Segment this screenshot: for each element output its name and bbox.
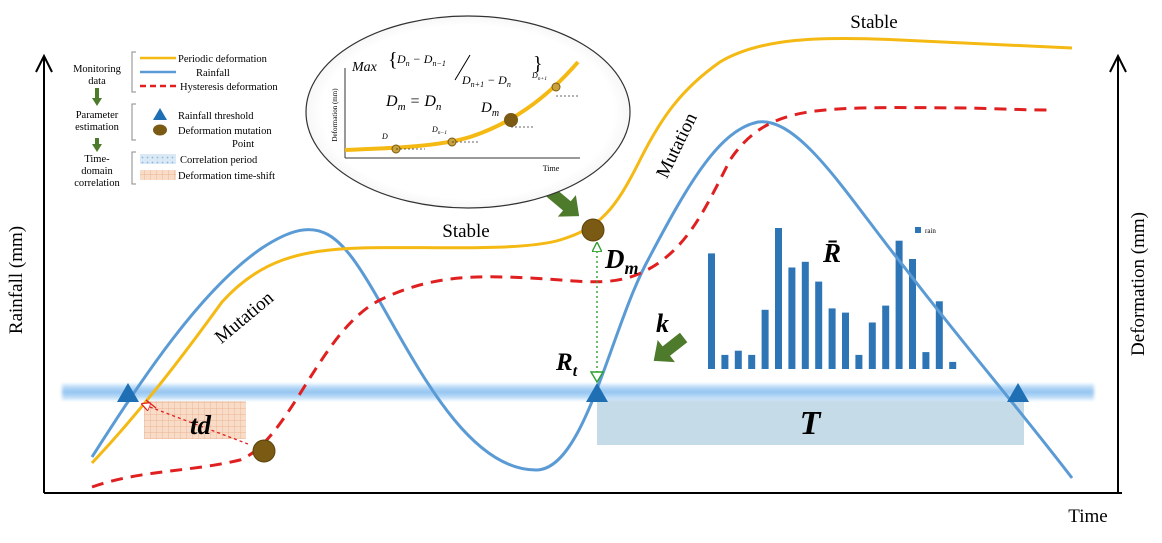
label-dm: Dm <box>604 244 639 278</box>
rain-bar <box>801 261 809 369</box>
inset-curve <box>344 60 580 152</box>
formula-denominator: Dn+1 − Dn <box>461 73 511 89</box>
formula-slash <box>454 54 471 81</box>
y-axis-left-arrow <box>35 53 53 73</box>
legend-arrow-1-head <box>92 98 102 106</box>
legend-correlation-label: Correlation period <box>180 155 258 166</box>
rain-bar <box>788 267 796 369</box>
correlation-period-box <box>597 394 1024 445</box>
inset-point-dm <box>504 113 518 127</box>
rain-bar <box>775 228 782 369</box>
legend-hysteresis-label: Hysteresis deformation <box>180 82 278 93</box>
inset-ellipse <box>305 15 631 209</box>
rain-bar-chart <box>708 228 957 370</box>
y-left-label: Rainfall (mm) <box>6 226 27 334</box>
rain-legend-label: rain <box>925 227 936 235</box>
legend-mutation-circle <box>153 124 167 136</box>
rain-bar <box>855 354 863 369</box>
axes: Rainfall (mm) Deformation (mm) Time <box>6 53 1149 527</box>
label-T: T <box>800 405 822 442</box>
legend-threshold-label: Rainfall threshold <box>178 111 254 122</box>
rain-bar <box>842 312 849 369</box>
rain-bar <box>761 309 769 369</box>
label-mutation-left: Mutation <box>211 287 278 348</box>
td-arrow <box>142 404 249 445</box>
formula-max: Max <box>351 60 378 75</box>
inset-panel: Deformation (mm) Time D Dn−1 Dm Dn+1 Max… <box>305 15 631 209</box>
rain-bar <box>935 301 943 369</box>
rain-bar <box>909 259 916 369</box>
formula-dm-eq: Dm= Dn <box>385 93 442 113</box>
threshold-triangle-mid <box>586 383 608 402</box>
rain-bar <box>708 253 715 369</box>
td-arrow-back <box>145 399 157 409</box>
legend-time-shift-label: Deformation time-shift <box>178 171 275 182</box>
rain-bar <box>721 354 729 369</box>
rain-bar <box>734 350 742 369</box>
inset-label-dnp1: Dn+1 <box>531 71 547 82</box>
rt-arrow-head <box>589 371 605 384</box>
rain-bar <box>949 361 957 369</box>
green-arrow-dm <box>546 187 580 217</box>
legend-bracket-1 <box>131 51 136 93</box>
label-td: td <box>190 410 212 440</box>
y-axis-right-arrow <box>1109 53 1127 73</box>
inset-label-dn1: Dn−1 <box>431 125 447 136</box>
rain-bar <box>922 352 930 369</box>
label-mutation-right: Mutation <box>652 109 702 181</box>
x-axis-label: Time <box>1068 506 1107 527</box>
time-shift-box <box>144 401 246 439</box>
mutation-point-hysteresis <box>252 439 276 463</box>
legend-time-shift-swatch <box>140 170 176 180</box>
formula-brace-open: { <box>388 49 398 71</box>
hysteresis-deformation-curve <box>91 106 1051 489</box>
rain-bar <box>868 322 876 369</box>
legend-bracket-3 <box>131 151 136 185</box>
inset-point-dn1plus <box>551 82 561 92</box>
legend-arrow-2-head <box>92 144 102 152</box>
legend-threshold-triangle <box>153 108 167 120</box>
rain-legend-swatch <box>915 227 921 233</box>
inset-label-dm: Dm <box>480 100 499 119</box>
legend-mutation-label: Deformation mutation <box>178 126 272 137</box>
label-rbar: R̄ <box>822 238 841 268</box>
threshold-triangle-left <box>117 383 139 402</box>
label-rt: Rt <box>555 349 578 380</box>
legend-correlation-swatch <box>140 154 176 164</box>
rain-bar <box>828 308 836 369</box>
legend-periodic-label: Periodic deformation <box>178 54 268 65</box>
y-right-label: Deformation (mm) <box>1128 212 1149 356</box>
legend-rainfall-label: Rainfall <box>196 68 230 79</box>
rain-bar <box>748 354 756 369</box>
threshold-triangle-right <box>1007 383 1029 402</box>
rainfall-threshold-band <box>62 384 1094 400</box>
label-stable-top: Stable <box>850 12 898 33</box>
rain-bar <box>815 281 823 369</box>
rain-bar <box>895 240 903 369</box>
inset-x-label: Time <box>543 164 560 173</box>
green-arrow-k <box>653 332 688 363</box>
inset-y-label: Deformation (mm) <box>331 88 339 142</box>
inset-label-d: D <box>381 132 388 141</box>
rain-bar <box>882 305 890 370</box>
label-stable-mid: Stable <box>442 221 490 242</box>
formula-brace-close: } <box>533 53 543 75</box>
mutation-point-dm <box>581 218 605 242</box>
legend-bracket-2 <box>131 103 136 141</box>
legend-mutation-label-2: Point <box>232 139 254 150</box>
label-k: k <box>656 309 669 338</box>
